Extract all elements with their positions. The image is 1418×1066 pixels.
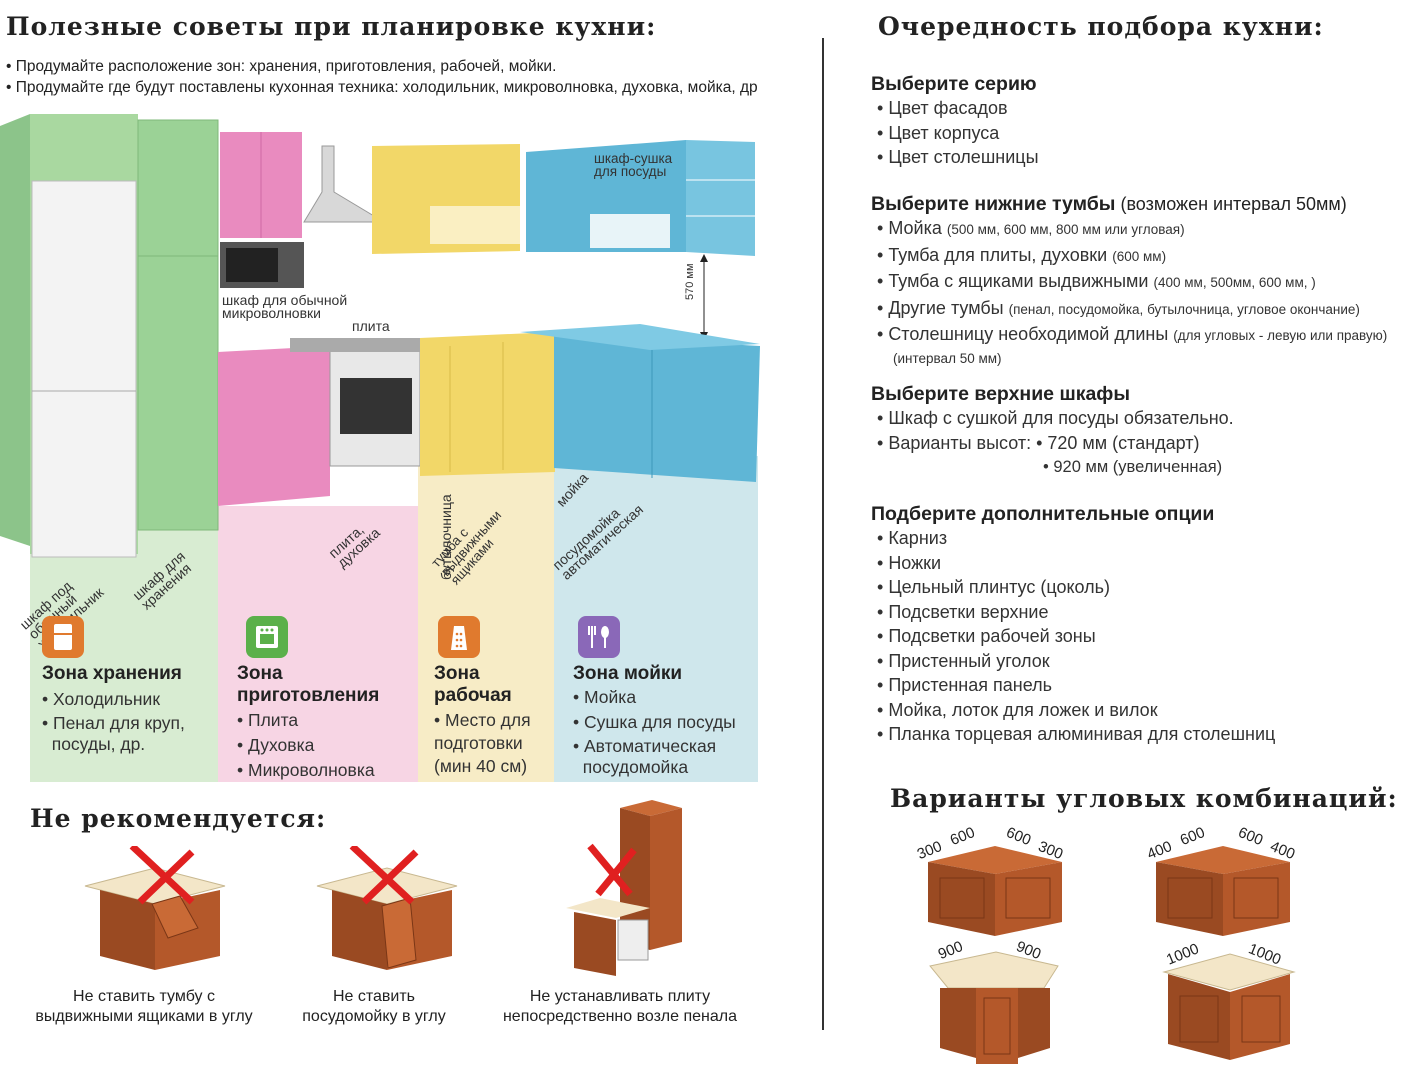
zone-item: Плита bbox=[237, 709, 375, 732]
zone-item: Пенал для круп, посуды, др. bbox=[42, 713, 185, 755]
option-item: Другие тумбы (пенал, посудомойка, бутыло… bbox=[871, 296, 1387, 323]
bad-corner-dishwasher-image bbox=[316, 846, 458, 970]
section-options: Подберите дополнительные опции Карниз Но… bbox=[871, 502, 1275, 747]
zone-wash-list: Мойка Сушка для посуды Автоматическая по… bbox=[573, 686, 736, 778]
option-item: Цельный плинтус (цоколь) bbox=[871, 575, 1275, 600]
corner-cabinet-large-upper bbox=[1156, 846, 1290, 936]
corner-cabinet-diagonal-lower bbox=[929, 951, 1059, 1064]
section-upper-cabinets: Выберите верхние шкафы Шкаф с сушкой для… bbox=[871, 382, 1234, 479]
option-item: Ножки bbox=[871, 551, 1275, 576]
section-heading-main: Выберите нижние тумбы bbox=[871, 193, 1116, 215]
option-item: Пристенная панель bbox=[871, 673, 1275, 698]
bad-corner-drawers-image bbox=[84, 846, 226, 970]
zone-cooking-list: Плита Духовка Микроволновка bbox=[237, 709, 375, 782]
zone-item: Сушка для посуды bbox=[573, 711, 736, 734]
section-heading: Выберите верхние шкафы bbox=[871, 383, 1131, 405]
zone-item: Холодильник bbox=[42, 688, 185, 711]
zone-cooking-title: Зона приготовления bbox=[237, 663, 380, 706]
option-item: Столешницу необходимой длины (для угловы… bbox=[871, 322, 1387, 349]
option-item: Пристенный уголок bbox=[871, 649, 1275, 674]
option-item: Тумба для плиты, духовки (600 мм) bbox=[871, 243, 1387, 270]
option-item: Тумба с ящиками выдвижными (400 мм, 500м… bbox=[871, 269, 1387, 296]
option-item: Шкаф с сушкой для посуды обязательно. bbox=[871, 406, 1233, 431]
section-series: Выберите серию Цвет фасадов Цвет корпуса… bbox=[871, 72, 1039, 170]
zone-item: Духовка bbox=[237, 734, 375, 757]
zone-storage-list: Холодильник Пенал для круп, посуды, др. bbox=[42, 688, 185, 755]
left-title: Полезные советы при планировке кухни: bbox=[6, 12, 657, 41]
zone-item: Место для подготовки (мин 40 см) bbox=[434, 709, 531, 778]
section-heading: Подберите дополнительные опции bbox=[871, 503, 1215, 525]
stove-icon bbox=[246, 616, 288, 658]
microwave-cabinet-label: шкаф для обычной микроволновки bbox=[222, 292, 348, 321]
stove-label: плита bbox=[352, 318, 390, 334]
kitchen-illustration bbox=[0, 114, 760, 782]
bad-stove-near-tall-cabinet-image bbox=[566, 800, 682, 976]
caption-stove: Не устанавливать плиту непосредственно в… bbox=[502, 988, 738, 1025]
corner-combinations-title: Варианты угловых комбинаций: bbox=[890, 784, 1398, 813]
caption-drawers: Не ставить тумбу с выдвижными ящиками в … bbox=[35, 988, 253, 1025]
section-heading: Выберите серию bbox=[871, 73, 1037, 95]
grater-icon bbox=[438, 616, 480, 658]
zone-work-list: Место для подготовки (мин 40 см) bbox=[434, 709, 531, 778]
option-item: Подсветки рабочей зоны bbox=[871, 624, 1275, 649]
caption-dishwasher: Не ставить посудомойку в углу bbox=[302, 988, 446, 1025]
dryer-cabinet-label: шкаф-сушка для посуды bbox=[594, 151, 673, 179]
option-item: Варианты высот: • 720 мм (стандарт) bbox=[871, 431, 1234, 456]
option-item: Мойка, лоток для ложек и вилок bbox=[871, 698, 1275, 723]
option-item: Цвет столешницы bbox=[871, 145, 1038, 170]
zone-item: Мойка bbox=[573, 686, 736, 709]
zone-storage-title: Зона хранения bbox=[42, 663, 182, 684]
column-divider bbox=[822, 38, 824, 1030]
option-item: Планка торцевая алюминивая для столешниц bbox=[871, 722, 1275, 747]
cutlery-icon bbox=[578, 616, 620, 658]
not-recommended-title: Не рекомендуется: bbox=[30, 804, 327, 833]
height-label: 570 мм bbox=[684, 263, 696, 300]
zone-item: Микроволновка bbox=[237, 759, 375, 782]
tips-list: Продумайте расположение зон: хранения, п… bbox=[6, 56, 758, 98]
fridge-icon bbox=[42, 616, 84, 658]
tip-item: Продумайте расположение зон: хранения, п… bbox=[6, 56, 758, 77]
option-item: Мойка (500 мм, 600 мм, 800 мм или углова… bbox=[871, 216, 1387, 243]
zone-wash-title: Зона мойки bbox=[573, 663, 683, 684]
corner-cabinet-l-lower bbox=[1162, 953, 1296, 1060]
tip-item: Продумайте где будут поставлены кухонная… bbox=[6, 77, 758, 98]
section-heading: Выберите нижние тумбы (возможен интервал… bbox=[871, 192, 1387, 216]
section-lower-cabinets: Выберите нижние тумбы (возможен интервал… bbox=[871, 192, 1387, 369]
option-item: Подсветки верхние bbox=[871, 600, 1275, 625]
zone-item: Автоматическая посудомойка bbox=[573, 736, 736, 778]
right-title: Очередность подбора кухни: bbox=[878, 12, 1324, 41]
option-item: Цвет фасадов bbox=[871, 96, 1039, 121]
option-item: Карниз bbox=[871, 526, 1275, 551]
zone-work-title: Зона рабочая bbox=[434, 663, 512, 706]
option-item: Цвет корпуса bbox=[871, 121, 1039, 146]
corner-cabinet-small-upper bbox=[928, 846, 1062, 936]
option-item-extra: • 920 мм (увеличенная) bbox=[1043, 458, 1223, 476]
section-heading-note: (возможен интервал 50мм) bbox=[1115, 194, 1347, 214]
interval-note: (интервал 50 мм) bbox=[893, 350, 1002, 366]
